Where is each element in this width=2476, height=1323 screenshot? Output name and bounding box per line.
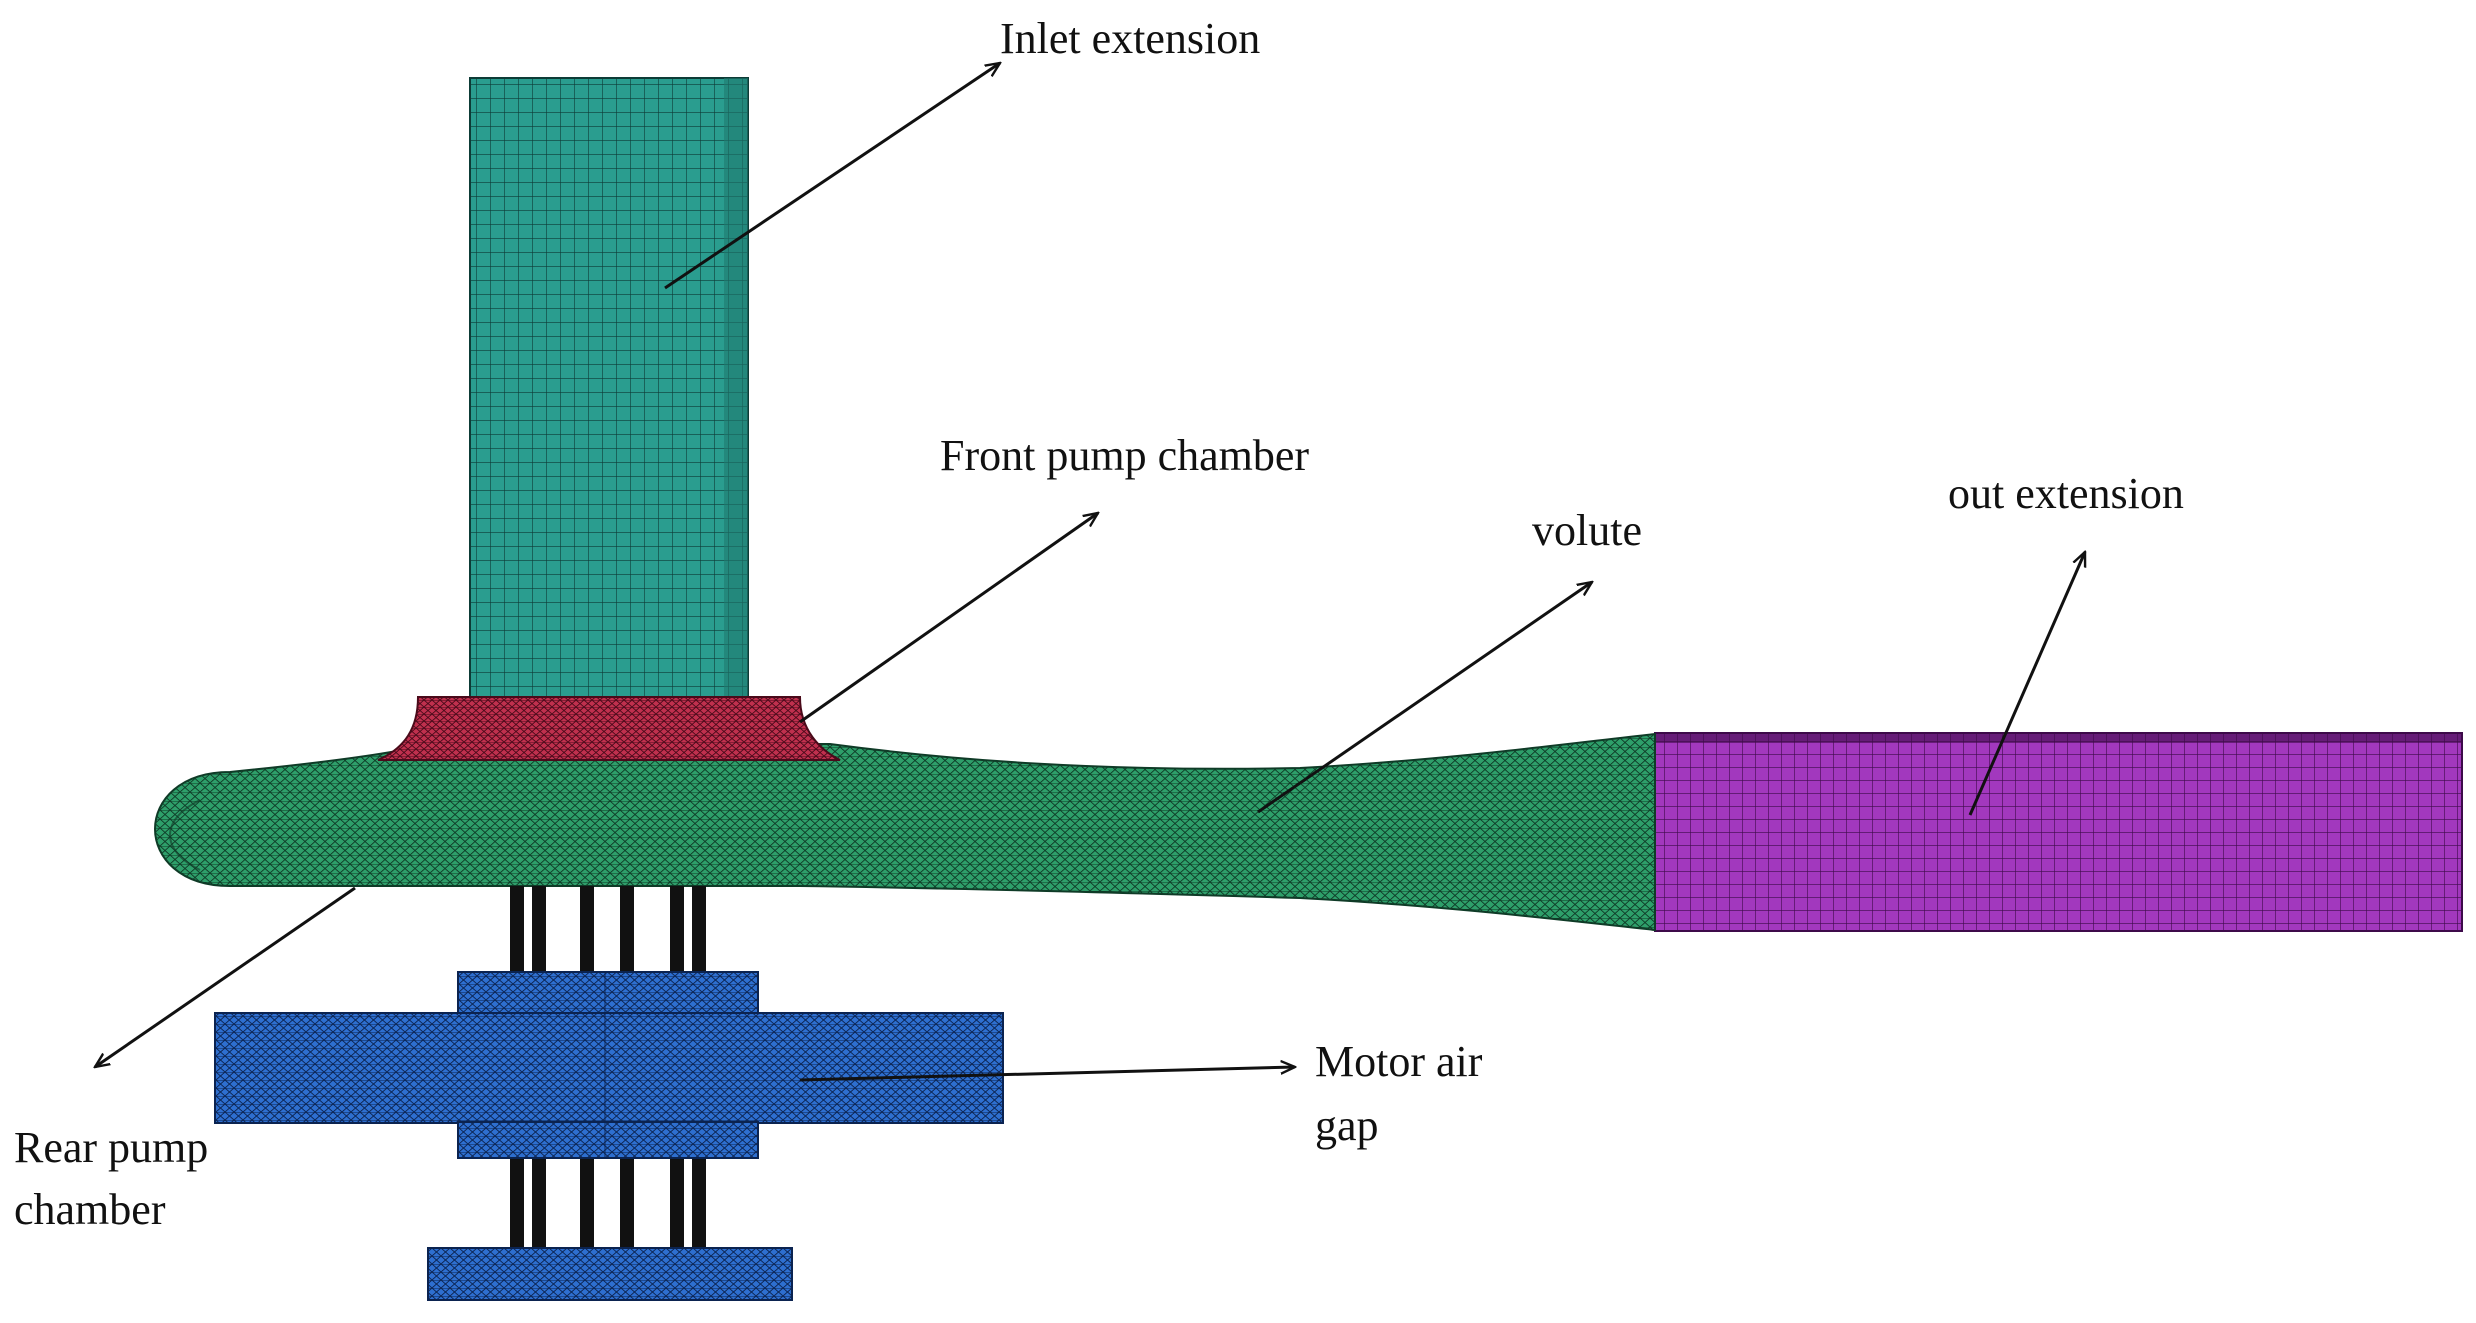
arrow-front-pump-chamber [799, 513, 1098, 724]
shaft [510, 886, 706, 1247]
labels: Inlet extension Front pump chamber volut… [14, 14, 2184, 1234]
arrow-inlet-extension [664, 63, 1000, 290]
volute-mesh [154, 732, 1656, 932]
arrow-volute [1257, 582, 1592, 814]
label-motor-air-gap-line2: gap [1315, 1101, 1379, 1150]
arrow-motor-air-gap [799, 1067, 1295, 1082]
label-front-pump-chamber: Front pump chamber [940, 431, 1309, 480]
front-pump-chamber-mesh [377, 696, 841, 761]
annotation-arrows [95, 63, 2087, 1082]
label-motor-air-gap-line1: Motor air [1315, 1037, 1483, 1086]
label-inlet-extension: Inlet extension [1000, 14, 1260, 63]
motor-air-gap-mesh [214, 971, 1004, 1301]
out-extension-mesh [1654, 732, 2463, 932]
label-out-extension: out extension [1948, 469, 2184, 518]
arrow-rear-pump-chamber [95, 886, 356, 1067]
label-rear-pump-chamber-line1: Rear pump [14, 1123, 208, 1172]
arrow-out-extension [1968, 552, 2087, 816]
label-volute: volute [1532, 506, 1642, 555]
label-rear-pump-chamber-line2: chamber [14, 1185, 166, 1234]
inlet-extension-mesh [469, 77, 749, 709]
